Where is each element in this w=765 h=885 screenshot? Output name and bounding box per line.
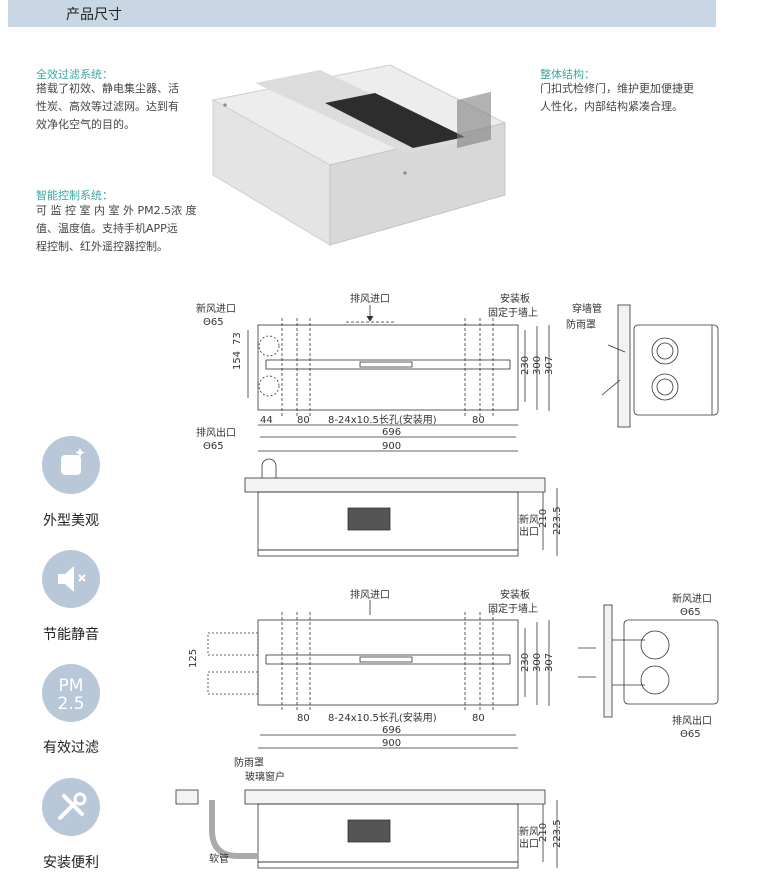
svg-text:排风出口: 排风出口	[672, 714, 712, 727]
svg-text:73: 73	[232, 332, 243, 345]
svg-text:154: 154	[232, 351, 243, 370]
svg-text:80: 80	[472, 713, 485, 724]
svg-text:210: 210	[538, 823, 549, 842]
svg-text:900: 900	[382, 441, 401, 452]
svg-text:出口: 出口	[519, 525, 539, 538]
svg-text:安装板: 安装板	[500, 588, 530, 601]
svg-text:223.5: 223.5	[552, 819, 563, 848]
svg-text:新风进口: 新风进口	[196, 302, 236, 315]
svg-text:Θ65: Θ65	[680, 729, 701, 740]
svg-text:125: 125	[188, 649, 199, 668]
svg-text:696: 696	[382, 427, 401, 438]
svg-text:696: 696	[382, 725, 401, 736]
svg-text:排风进口: 排风进口	[350, 292, 390, 305]
svg-text:新风: 新风	[519, 513, 539, 526]
svg-text:307: 307	[544, 653, 555, 672]
svg-text:防雨罩: 防雨罩	[234, 756, 264, 769]
svg-text:2.5: 2.5	[57, 694, 84, 714]
feature-filter-desc: 搭载了初效、静电集尘器、活性炭、高效等过滤网。达到有效净化空气的目的。	[36, 82, 179, 131]
svg-text:排风进口: 排风进口	[350, 588, 390, 601]
plan-view-bottom	[207, 600, 550, 749]
end-view-top	[601, 304, 719, 428]
svg-text:307: 307	[544, 356, 555, 375]
icon-label-filter: 有效过滤	[43, 740, 99, 756]
section-header: 产品尺寸	[8, 0, 716, 27]
svg-text:8-24x10.5长孔(安装用): 8-24x10.5长孔(安装用)	[328, 711, 437, 724]
side-view-top	[244, 458, 558, 557]
svg-text:Θ65: Θ65	[680, 607, 701, 618]
svg-text:80: 80	[297, 713, 310, 724]
feature-filter-title: 全效过滤系统：	[36, 68, 113, 81]
svg-text:安装板: 安装板	[500, 292, 530, 305]
product-image	[211, 64, 507, 246]
svg-text:防雨罩: 防雨罩	[566, 318, 596, 331]
svg-text:新风: 新风	[519, 825, 539, 838]
svg-text:出口: 出口	[519, 837, 539, 850]
tools-icon	[42, 778, 100, 836]
feature-structure-title: 整体结构：	[540, 68, 595, 81]
svg-text:900: 900	[382, 738, 401, 749]
svg-text:玻璃窗户: 玻璃窗户	[245, 770, 285, 783]
section-title: 产品尺寸	[66, 7, 122, 23]
svg-text:44: 44	[260, 415, 273, 426]
svg-text:223.5: 223.5	[552, 506, 563, 535]
svg-text:PM: PM	[59, 676, 84, 696]
icon-label-appearance: 外型美观	[43, 513, 99, 529]
feature-structure-desc: 门扣式检修门，维护更加便捷更人性化，内部结构紧凑合理。	[540, 82, 694, 113]
feature-control-title: 智能控制系统：	[36, 189, 113, 202]
svg-text:固定于墙上: 固定于墙上	[488, 602, 538, 615]
svg-text:新风进口: 新风进口	[672, 592, 712, 605]
svg-text:210: 210	[538, 509, 549, 528]
svg-text:300: 300	[532, 356, 543, 375]
svg-text:230: 230	[520, 653, 531, 672]
svg-text:230: 230	[520, 356, 531, 375]
side-view-bottom	[175, 789, 558, 869]
svg-text:300: 300	[532, 653, 543, 672]
pm25-icon: PM 2.5	[42, 664, 100, 722]
plan-view-top	[247, 305, 550, 452]
icon-label-quiet: 节能静音	[43, 627, 99, 643]
icon-label-install: 安装便利	[43, 855, 99, 871]
svg-text:Θ65: Θ65	[203, 317, 224, 328]
svg-text:80: 80	[297, 415, 310, 426]
svg-text:80: 80	[472, 415, 485, 426]
mute-speaker-icon	[42, 550, 100, 608]
svg-text:Θ65: Θ65	[203, 441, 224, 452]
svg-text:穿墙管: 穿墙管	[572, 302, 602, 315]
svg-text:8-24x10.5长孔(安装用): 8-24x10.5长孔(安装用)	[328, 413, 437, 426]
svg-text:软管: 软管	[209, 852, 229, 865]
feature-control-desc: 可 监 控 室 内 室 外 PM2.5浓 度值、温度值。支持手机APP远程控制、…	[36, 204, 197, 253]
svg-text:固定于墙上: 固定于墙上	[488, 306, 538, 319]
svg-text:排风出口: 排风出口	[196, 426, 236, 439]
end-view-bottom	[578, 604, 719, 718]
sparkle-icon	[42, 436, 100, 494]
